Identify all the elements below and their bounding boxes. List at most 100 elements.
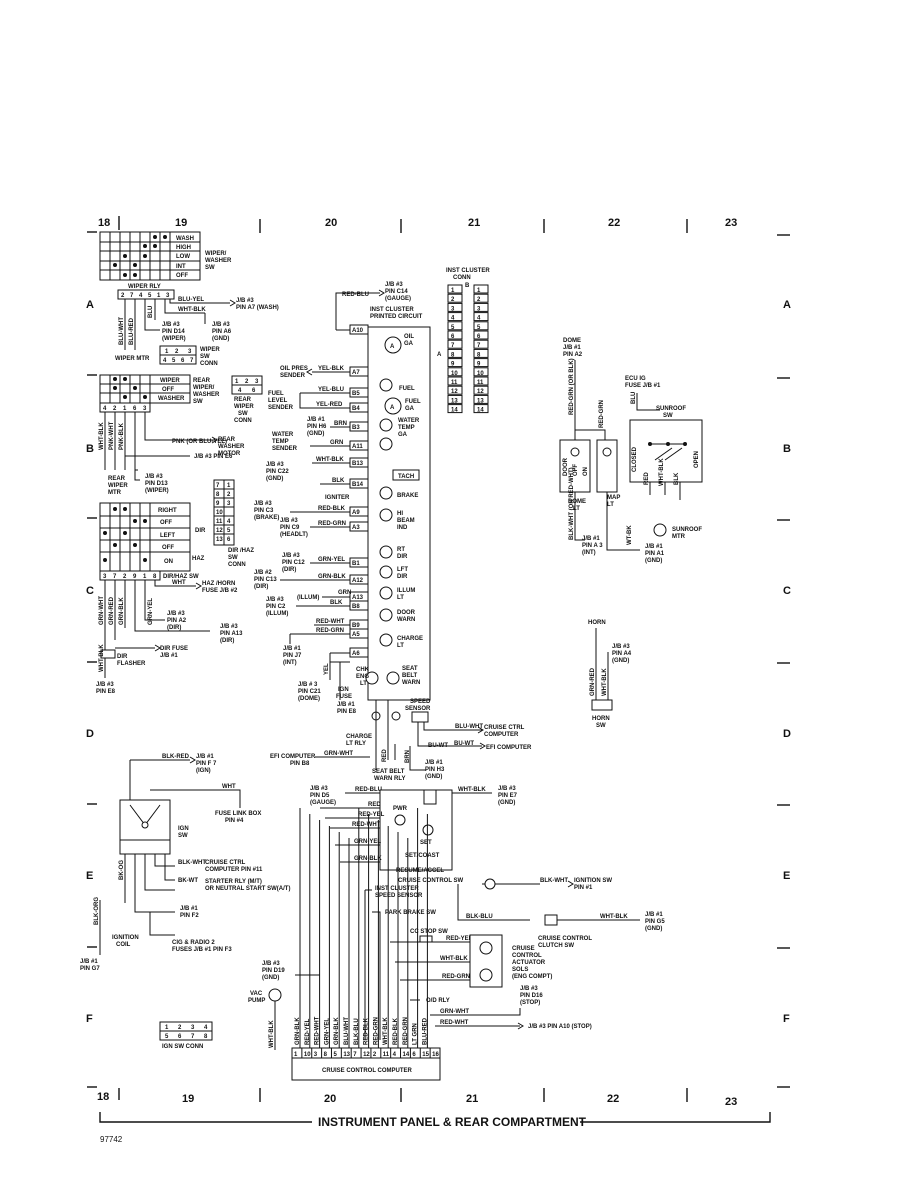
cluster-conn-cell	[473, 293, 489, 303]
cruise-pin-label: 15	[422, 1052, 429, 1058]
cruise-wire-label: RED-BLK	[393, 1017, 399, 1045]
rear-wire-whtblk: WHT-BLK	[99, 422, 105, 450]
conn-pin: 7	[190, 358, 194, 364]
cl-wire-grn-yel: GRN-YEL	[318, 557, 345, 563]
rear-wiper-pos-washer: WASHER	[158, 396, 185, 402]
cluster-conn-cell	[473, 330, 489, 340]
dome-wire-blu: BLU	[631, 392, 637, 404]
relay-pin: 2	[121, 293, 125, 299]
dir-wire-grnyel: GRN-YEL	[148, 598, 154, 625]
ign-sw-conn-label: IGN SW CONN	[162, 1044, 203, 1050]
cluster-conn-pin-b: 2	[477, 297, 481, 303]
cluster-pin-label: A13	[352, 595, 364, 601]
igniter-label: IGNITER	[325, 495, 350, 501]
wiper-pos-int: INT	[176, 264, 186, 270]
dir-conn-pin: 2	[227, 492, 231, 498]
wiper-relay-label: WIPER RLY	[128, 284, 161, 290]
cluster-conn-pin-a: 10	[451, 371, 458, 377]
cruise-pin-label: 10	[304, 1052, 311, 1058]
cruise-pin-label: 13	[343, 1052, 350, 1058]
cr-od-rly: O/D RLY	[426, 998, 450, 1004]
cluster-conn-cell	[473, 348, 489, 358]
wiper-relay-pins: 2 7 4 5 1 3	[121, 293, 170, 299]
conn-pin: 3	[188, 349, 192, 355]
dir-conn-pin: 9	[216, 501, 220, 507]
cluster-conn-pin-a: 7	[451, 343, 455, 349]
cl-wire-grn2: GRN	[338, 590, 351, 596]
cruise-wire-label: GRN-BLK	[334, 1017, 340, 1045]
dome-door: DOOR	[563, 457, 569, 476]
col-label-23-top: 23	[725, 217, 737, 229]
cluster-conn-pin-a: 11	[451, 380, 458, 386]
cruise-pin-label: 6	[412, 1052, 416, 1058]
cruise-wire-label: RED-GRN	[403, 1017, 409, 1045]
horn-wht-blk: WHT-BLK	[602, 668, 608, 696]
fuel-gauge-icon: A	[390, 405, 395, 411]
cr-park-brake: PARK BRAKE SW	[385, 910, 436, 916]
cluster-pin-label: B8	[352, 604, 360, 610]
cr-grn-yel: GRN-YEL	[354, 839, 381, 845]
cr-red: RED	[368, 802, 381, 808]
cluster-conn-pin-a: 2	[451, 297, 455, 303]
cluster-conn-pin-b: 10	[477, 371, 484, 377]
cl-bu-wt2: BU-WT	[454, 741, 474, 747]
row-label-a-left: A	[86, 299, 94, 311]
cluster-pin-label: A9	[352, 510, 360, 516]
cluster-conn-cell	[473, 394, 489, 404]
cl-wire-red-grn2: RED-GRN	[316, 628, 344, 634]
cluster-pin-label: B9	[352, 623, 360, 629]
col-label-19-bottom: 19	[182, 1093, 194, 1105]
cl-wire-grn-wht: GRN-WHT	[324, 751, 353, 757]
cluster-conn-pin-b: 13	[477, 398, 484, 404]
rear-pin: 3	[143, 406, 147, 412]
rear-pin: 2	[113, 406, 117, 412]
cl-wire-yel-blk: YEL-BLK	[318, 366, 345, 372]
row-label-a-right: A	[783, 299, 791, 311]
dome-wt-bk: WT-BK	[627, 525, 633, 545]
col-label-20-bottom: 20	[324, 1093, 336, 1105]
horn-grn-red: GRN-RED	[590, 667, 596, 696]
cl-wire-brn: BRN	[334, 421, 347, 427]
cruise-pin-label: 4	[393, 1052, 397, 1058]
dir-conn-pin: 7	[216, 483, 220, 489]
horn-title: HORN	[588, 620, 606, 626]
cluster-conn-cell	[447, 348, 463, 358]
cr-pwr: PWR	[393, 806, 408, 812]
grid-footer: 18 19 20 21 22 23 INSTRUMENT PANEL & REA…	[87, 1086, 790, 1144]
conn-pin: 5	[165, 1034, 169, 1040]
conn-pin: 2	[245, 379, 249, 385]
cluster-conn-cell	[473, 284, 489, 294]
rear-washer-wire: PNK (OR BLU-YEL)	[172, 439, 227, 445]
dome-blk-wht: BLK-WHT (OR RED-WHT)	[569, 467, 575, 540]
cluster-conn-pin-a: 6	[451, 334, 455, 340]
col-label-18-top: 18	[98, 217, 110, 229]
row-label-f-left: F	[86, 1013, 93, 1025]
cruise-wire-label: BLU-RED	[422, 1017, 428, 1045]
cruise-pin-label: 11	[383, 1052, 390, 1058]
cluster-conn-cell	[447, 385, 463, 395]
cluster-conn-cell	[473, 358, 489, 368]
